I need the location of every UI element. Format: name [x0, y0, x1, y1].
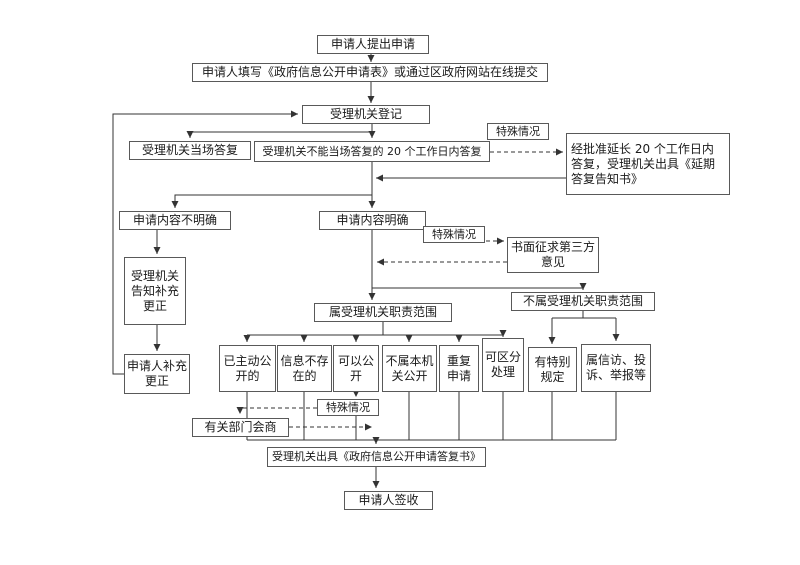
- node-already-public: 已主动公开的: [219, 345, 276, 392]
- node-in-scope: 属受理机关职责范围: [314, 303, 452, 322]
- node-issue-reply-document: 受理机关出具《政府信息公开申请答复书》: [267, 447, 486, 467]
- node-info-not-exist: 信息不存在的: [277, 345, 332, 392]
- node-petition-complaint: 属信访、投诉、举报等: [581, 344, 651, 392]
- dashed-edges: [236, 148, 563, 431]
- node-out-of-scope: 不属受理机关职责范围: [511, 292, 655, 311]
- node-repeat-application: 重复申请: [439, 345, 479, 392]
- node-special-provision: 有特别规定: [528, 347, 577, 392]
- node-third-party-opinion: 书面征求第三方意见: [507, 237, 599, 273]
- node-special-case-2: 特殊情况: [423, 226, 485, 243]
- node-applicant-sign: 申请人签收: [344, 491, 433, 510]
- node-applicant-submit: 申请人提出申请: [317, 35, 429, 54]
- node-reply-within-20-days: 受理机关不能当场答复的 20 个工作日内答复: [254, 141, 490, 162]
- node-can-disclose: 可以公开: [333, 345, 379, 392]
- node-special-case-1: 特殊情况: [487, 123, 549, 140]
- node-onspot-reply: 受理机关当场答复: [129, 141, 251, 160]
- node-special-case-3: 特殊情况: [317, 399, 379, 416]
- node-notify-supplement: 受理机关告知补充更正: [124, 257, 186, 325]
- node-extended-reply: 经批准延长 20 个工作日内答复，受理机关出具《延期答复告知书》: [566, 133, 730, 195]
- node-content-clear: 申请内容明确: [319, 211, 426, 230]
- node-register: 受理机关登记: [302, 105, 430, 124]
- node-fill-form: 申请人填写《政府信息公开申请表》或通过区政府网站在线提交: [192, 63, 548, 82]
- node-separable-handling: 可区分处理: [482, 338, 524, 392]
- node-dept-consultation: 有关部门会商: [192, 418, 289, 437]
- node-not-this-agency: 不属本机关公开: [382, 345, 437, 392]
- node-content-unclear: 申请内容不明确: [119, 211, 231, 230]
- solid-edges: [112, 54, 620, 488]
- node-applicant-supplement: 申请人补充更正: [124, 354, 190, 394]
